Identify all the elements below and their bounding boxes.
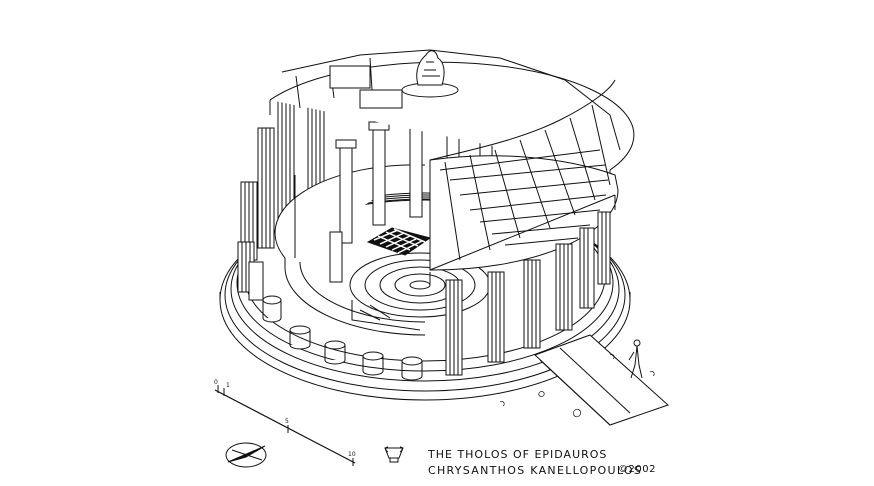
column	[248, 261, 264, 301]
column	[368, 121, 390, 226]
scale-label: 5	[285, 418, 289, 425]
column	[579, 227, 595, 309]
copyright-mark: ©2002	[618, 464, 656, 475]
corinthian-capital-icon	[384, 446, 404, 463]
scale-label: 10	[348, 451, 356, 458]
column	[555, 243, 573, 331]
entrance-ramp	[534, 334, 669, 426]
scale-label: 0	[214, 379, 218, 386]
column	[445, 279, 463, 376]
stump	[401, 356, 423, 381]
column	[523, 259, 541, 349]
outer-columns-right	[445, 211, 611, 376]
acroterion-ornament	[401, 50, 459, 98]
column-stumps	[262, 295, 423, 381]
column	[329, 231, 343, 283]
human-figure-icon	[628, 339, 643, 379]
column	[597, 211, 611, 285]
stump	[362, 351, 384, 376]
stump	[262, 295, 282, 323]
scale-bar: 0 1 5 10	[214, 379, 356, 466]
outer-columns-left	[237, 87, 325, 301]
column	[257, 127, 275, 249]
drawing-author: CHRYSANTHOS KANELLOPOULOS	[428, 464, 643, 477]
debris	[499, 354, 655, 418]
stump	[289, 325, 311, 350]
column	[487, 271, 505, 363]
north-arrow-icon	[225, 442, 267, 468]
column	[335, 139, 357, 244]
scale-label: 1	[226, 382, 230, 389]
conical-roof	[429, 79, 619, 285]
drawing-title: THE THOLOS OF EPIDAUROS	[428, 448, 608, 461]
stump	[324, 340, 346, 365]
